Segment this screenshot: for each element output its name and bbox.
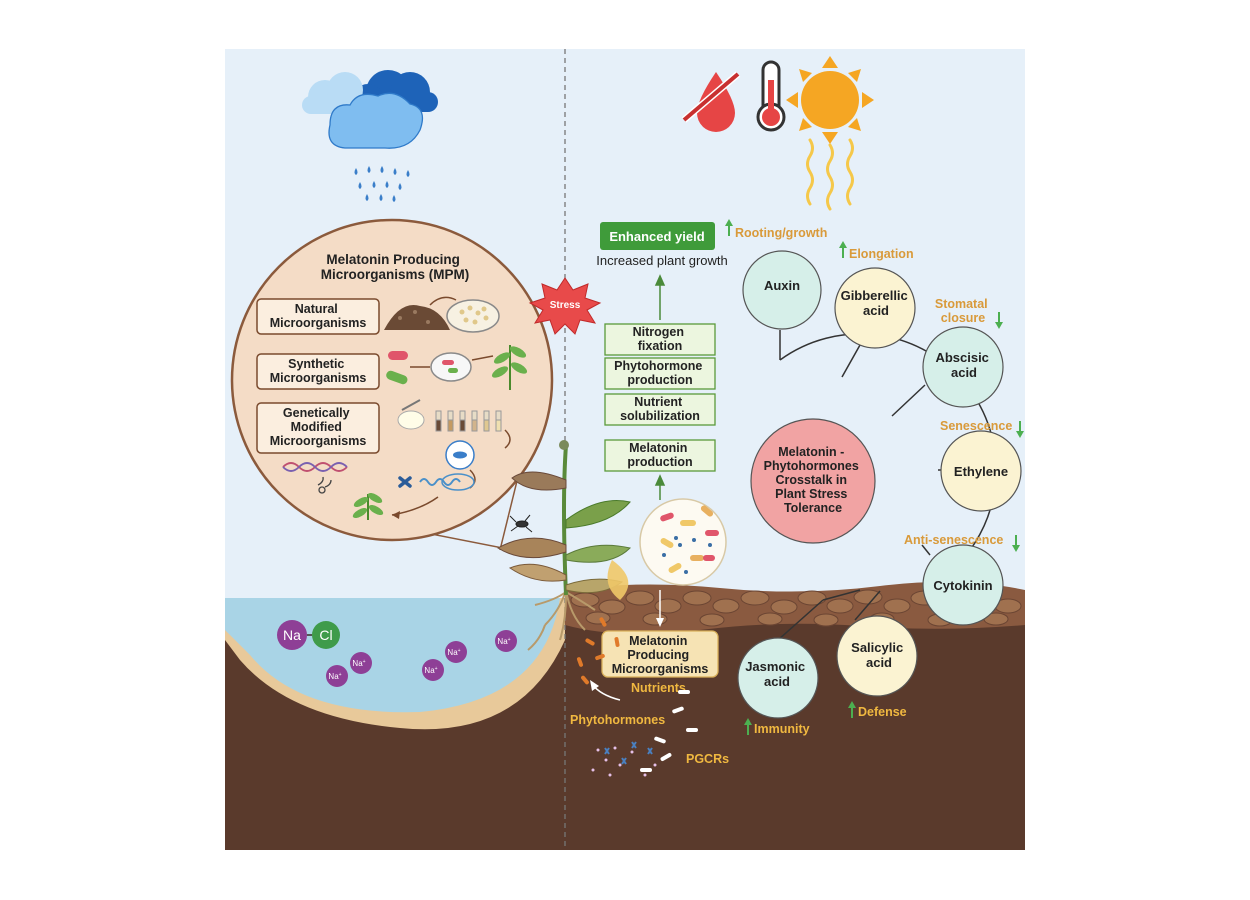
svg-text:Na+: Na+ bbox=[447, 648, 460, 657]
svg-text:Melatonin production: Melatonin production bbox=[627, 441, 692, 469]
rain-cloud-icon bbox=[302, 70, 438, 202]
svg-text:Na+: Na+ bbox=[328, 672, 341, 681]
soil-pile-icon bbox=[384, 305, 450, 330]
sun-icon bbox=[786, 56, 874, 211]
plant-illustration bbox=[497, 440, 631, 651]
svg-text:Ethylene: Ethylene bbox=[954, 464, 1008, 479]
svg-text:Anti-senescence: Anti-senescence bbox=[904, 533, 1003, 547]
stress-badge: Stress bbox=[528, 277, 602, 335]
soil-microbes bbox=[576, 617, 698, 777]
effect-rooting-growth: Rooting/growth bbox=[725, 219, 827, 240]
crosstalk-arc bbox=[777, 330, 997, 641]
svg-text:Genetically Modified: Genetically Modified Microorganisms bbox=[270, 406, 367, 448]
svg-text:Abscisic acid: Abscisic acid bbox=[935, 350, 992, 380]
plasmid-icon bbox=[398, 473, 475, 491]
effect-immunity: Immunity bbox=[744, 718, 810, 736]
svg-text:Stress: Stress bbox=[550, 300, 581, 311]
svg-text:Synthetic Microorganisms: Synthetic Microorganisms bbox=[270, 357, 367, 385]
svg-text:Na+: Na+ bbox=[352, 659, 365, 668]
salt-water bbox=[225, 598, 560, 713]
hormone-jasmonic-acid: Jasmonic acid bbox=[737, 637, 819, 719]
thermometer-icon bbox=[756, 60, 786, 132]
svg-text:Phytohormone production: Phytohormone production bbox=[614, 359, 706, 387]
flow-arrows bbox=[654, 274, 666, 500]
hormone-auxin: Auxin bbox=[742, 250, 822, 330]
svg-text:Jasmonic acid: Jasmonic acid bbox=[745, 659, 809, 689]
svg-text:Na: Na bbox=[283, 627, 301, 643]
bacteria-icon bbox=[386, 351, 408, 385]
svg-text:Melatonin Producing: Melatonin Producing Microorganisms bbox=[612, 634, 709, 676]
flow-step-melatonin-production: Melatonin production bbox=[604, 439, 716, 472]
hormone-abscisic-acid: Abscisic acid bbox=[922, 326, 1004, 408]
culture-dish-icon bbox=[430, 352, 472, 382]
svg-text:Cl: Cl bbox=[319, 627, 332, 643]
mpm-title: Melatonin Producing Microorganisms (MPM) bbox=[321, 252, 470, 282]
mpm-box-natural: Natural Microorganisms bbox=[256, 298, 380, 335]
no-water-icon bbox=[681, 71, 741, 132]
svg-text:Gibberellic acid: Gibberellic acid bbox=[841, 288, 912, 318]
flow-step-nitrogen-fixation: Nitrogen fixation bbox=[604, 323, 716, 356]
nutrients-label: Nutrients bbox=[631, 681, 686, 695]
pgcrs-label: PGCRs bbox=[686, 752, 729, 766]
nacl-ion-pair: Na Cl bbox=[277, 620, 340, 650]
svg-text:Nitrogen fixation: Nitrogen fixation bbox=[633, 325, 688, 353]
increased-growth-label: Increased plant growth bbox=[596, 253, 728, 268]
svg-text:Immunity: Immunity bbox=[754, 722, 810, 736]
effect-defense: Defense bbox=[848, 701, 907, 719]
svg-text:Senescence: Senescence bbox=[940, 419, 1012, 433]
svg-text:Natural Microorganisms: Natural Microorganisms bbox=[270, 302, 367, 330]
svg-text:Auxin: Auxin bbox=[764, 278, 800, 293]
mpm-box-synthetic: Synthetic Microorganisms bbox=[256, 353, 380, 390]
svg-text:Defense: Defense bbox=[858, 705, 907, 719]
dna-helix-icon bbox=[282, 462, 348, 494]
svg-text:Rooting/growth: Rooting/growth bbox=[735, 226, 827, 240]
flow-step-nutrient-solubilization: Nutrient solubilization bbox=[604, 393, 716, 426]
effect-senescence: Senescence bbox=[940, 419, 1024, 438]
petri-dish-icon bbox=[446, 299, 500, 333]
phytohormones-label: Phytohormones bbox=[570, 713, 665, 727]
svg-text:Enhanced yield: Enhanced yield bbox=[609, 229, 704, 244]
flow-step-phytohormone-production: Phytohormone production bbox=[604, 357, 716, 390]
hormone-ethylene: Ethylene bbox=[940, 430, 1022, 512]
svg-text:Na+: Na+ bbox=[497, 637, 510, 646]
effect-elongation: Elongation bbox=[839, 241, 914, 261]
sodium-ions: Na+ Na+ Na+ Na+ Na+ bbox=[326, 630, 517, 687]
soil-mpm-box: Melatonin Producing Microorganisms bbox=[601, 630, 719, 678]
svg-text:Elongation: Elongation bbox=[849, 247, 914, 261]
svg-text:Melatonin - Phytohormone: Melatonin - Phytohormones Crosstalk in P… bbox=[764, 445, 863, 515]
enhanced-yield-badge: Enhanced yield bbox=[600, 222, 715, 250]
svg-text:Cytokinin: Cytokinin bbox=[933, 578, 992, 593]
seedling-icon bbox=[491, 345, 528, 390]
effect-stomatal-closure: Stomatal closure bbox=[935, 297, 1003, 329]
hormone-salicylic-acid: Salicylic acid bbox=[836, 615, 918, 697]
svg-text:Stomatal closure: Stomatal closure bbox=[935, 297, 991, 325]
test-tubes-icon bbox=[397, 399, 502, 432]
hormone-gibberellic-acid: Gibberellic acid bbox=[834, 267, 916, 349]
svg-text:Na+: Na+ bbox=[424, 666, 437, 675]
transgenic-plant-icon bbox=[352, 492, 384, 520]
microbe-zoom-circle bbox=[639, 498, 727, 586]
engineered-microbe-icon bbox=[445, 440, 475, 470]
center-crosstalk-circle: Melatonin - Phytohormones Crosstalk in P… bbox=[750, 418, 876, 544]
svg-text:Salicylic acid: Salicylic acid bbox=[851, 640, 907, 670]
svg-text:Nutrient solubilization: Nutrient solubilization bbox=[620, 395, 700, 423]
hormone-cytokinin: Cytokinin bbox=[922, 544, 1004, 626]
mpm-box-genetically-modified: Genetically Modified Microorganisms bbox=[256, 402, 380, 454]
effect-anti-senescence: Anti-senescence bbox=[904, 533, 1020, 552]
